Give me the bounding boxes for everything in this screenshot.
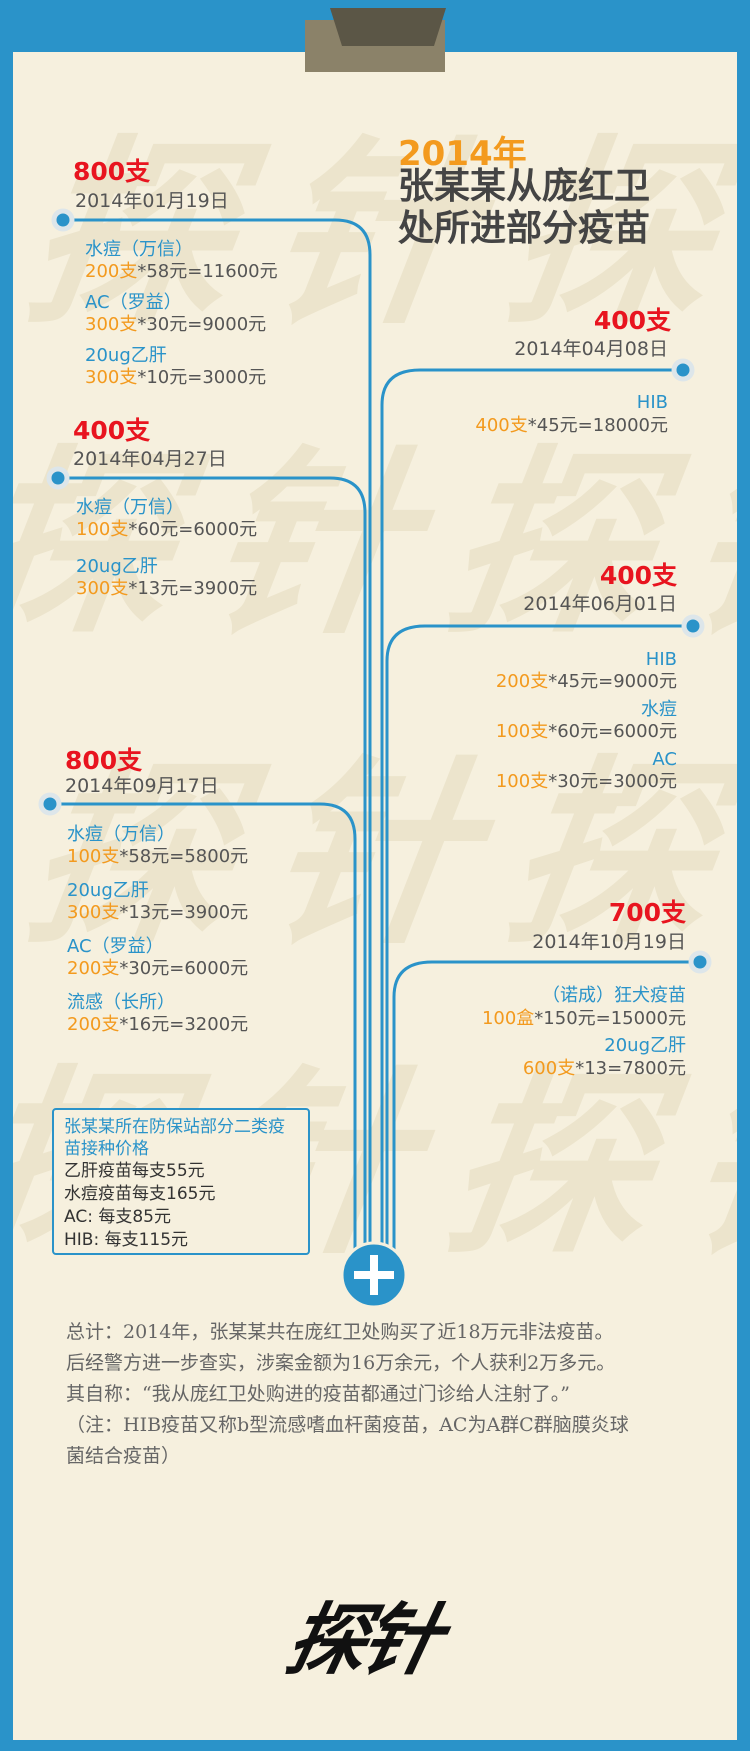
price-line: 水痘疫苗每支165元 xyxy=(64,1184,216,1204)
vaccine-name: AC（罗益） xyxy=(85,292,182,313)
vaccine-calc: 400支*45元=18000元 xyxy=(475,415,668,436)
vaccine-calc: 100支*58元=5800元 xyxy=(67,846,249,867)
price-line: AC: 每支85元 xyxy=(64,1207,171,1227)
summary-text: 总计：2014年，张某某共在庞红卫处购买了近18万元非法疫苗。 后经警方进一步查… xyxy=(66,1317,716,1472)
entry-quantity: 800支 xyxy=(73,157,151,186)
vaccine-name: 20ug乙肝 xyxy=(604,1035,686,1056)
price-info-box: 张某某所在防保站部分二类疫苗接种价格 乙肝疫苗每支55元 水痘疫苗每支165元 … xyxy=(52,1108,310,1255)
vaccine-name: 20ug乙肝 xyxy=(67,880,149,901)
vaccine-calc: 200支*30元=6000元 xyxy=(67,958,249,979)
vaccine-name: AC（罗益） xyxy=(67,936,164,957)
vaccine-calc: 200支*45元=9000元 xyxy=(495,671,677,692)
vaccine-calc: 100支*60元=6000元 xyxy=(495,721,677,742)
timeline-node xyxy=(46,466,70,490)
vaccine-calc: 600支*13=7800元 xyxy=(522,1058,686,1079)
vaccine-calc: 100支*30元=3000元 xyxy=(495,771,677,792)
timeline-line xyxy=(63,218,372,1275)
timeline-line xyxy=(392,960,697,1275)
vaccine-calc: 300支*10元=3000元 xyxy=(85,367,267,388)
summary-line: 菌结合疫苗） xyxy=(66,1445,181,1467)
timeline-line xyxy=(380,368,680,1275)
entry-date: 2014年06月01日 xyxy=(523,593,677,615)
price-line: HIB: 每支115元 xyxy=(64,1230,189,1250)
vaccine-calc: 200支*16元=3200元 xyxy=(67,1014,249,1035)
vaccine-calc: 300支*30元=9000元 xyxy=(85,314,267,335)
summary-line: （注：HIB疫苗又称b型流感嗜血杆菌疫苗，AC为A群C群脑膜炎球 xyxy=(66,1414,629,1436)
timeline-node xyxy=(681,614,705,638)
timeline-line xyxy=(50,802,357,1275)
entry-quantity: 400支 xyxy=(73,416,151,445)
vaccine-name: （诺成）狂犬疫苗 xyxy=(542,985,686,1006)
clipboard-clip-top xyxy=(330,8,446,46)
vaccine-name: 水痘 xyxy=(641,699,677,720)
vaccine-name: 水痘（万信） xyxy=(85,239,193,260)
timeline-line xyxy=(58,476,367,1275)
vaccine-calc: 100支*60元=6000元 xyxy=(76,519,258,540)
vaccine-name: 水痘（万信） xyxy=(76,497,184,518)
vaccine-calc: 300支*13元=3900元 xyxy=(67,902,249,923)
paper-background: 探针探针 探针探针 探针探针 探针探针 xyxy=(13,52,737,1740)
timeline-node xyxy=(38,792,62,816)
title-year: 2014年 xyxy=(398,134,527,174)
summary-line: 后经警方进一步查实，涉案金额为16万余元，个人获利2万多元。 xyxy=(66,1352,616,1374)
entry-quantity: 400支 xyxy=(593,306,671,335)
entry-date: 2014年04月08日 xyxy=(514,338,668,360)
vaccine-name: 20ug乙肝 xyxy=(85,345,167,366)
entry-quantity: 800支 xyxy=(65,746,143,775)
vaccine-name: 水痘（万信） xyxy=(67,824,175,845)
timeline-node xyxy=(671,358,695,382)
price-line: 乙肝疫苗每支55元 xyxy=(64,1161,205,1181)
vaccine-calc: 200支*58元=11600元 xyxy=(85,261,278,282)
entry-quantity: 400支 xyxy=(599,561,677,590)
vaccine-name: HIB xyxy=(645,649,677,670)
entry-date: 2014年04月27日 xyxy=(73,448,227,470)
title-line-1: 张某某从庞红卫 xyxy=(398,166,651,207)
summary-line: 其自称：“我从庞红卫处购进的疫苗都通过门诊给人注射了。” xyxy=(66,1383,570,1405)
vaccine-name: 20ug乙肝 xyxy=(76,556,158,577)
entry-date: 2014年01月19日 xyxy=(75,190,229,212)
entry-quantity: 700支 xyxy=(608,898,686,927)
timeline-node xyxy=(688,950,712,974)
vaccine-calc: 100盒*150元=15000元 xyxy=(481,1008,686,1029)
entry-date: 2014年10月19日 xyxy=(532,931,686,953)
vaccine-name: HIB xyxy=(636,392,668,413)
title-line-2: 处所进部分疫苗 xyxy=(398,208,651,249)
timeline-line xyxy=(385,624,690,1275)
entry-date: 2014年09月17日 xyxy=(65,775,219,797)
vaccine-name: AC xyxy=(652,749,677,770)
brand-logo: 探针 xyxy=(278,1596,447,1686)
timeline-node xyxy=(51,208,75,232)
vaccine-name: 流感（长所） xyxy=(67,992,175,1013)
summary-line: 总计：2014年，张某某共在庞红卫处购买了近18万元非法疫苗。 xyxy=(66,1321,614,1343)
price-box-heading: 张某某所在防保站部分二类疫苗接种价格 xyxy=(64,1117,285,1159)
vaccine-calc: 300支*13元=3900元 xyxy=(76,578,258,599)
